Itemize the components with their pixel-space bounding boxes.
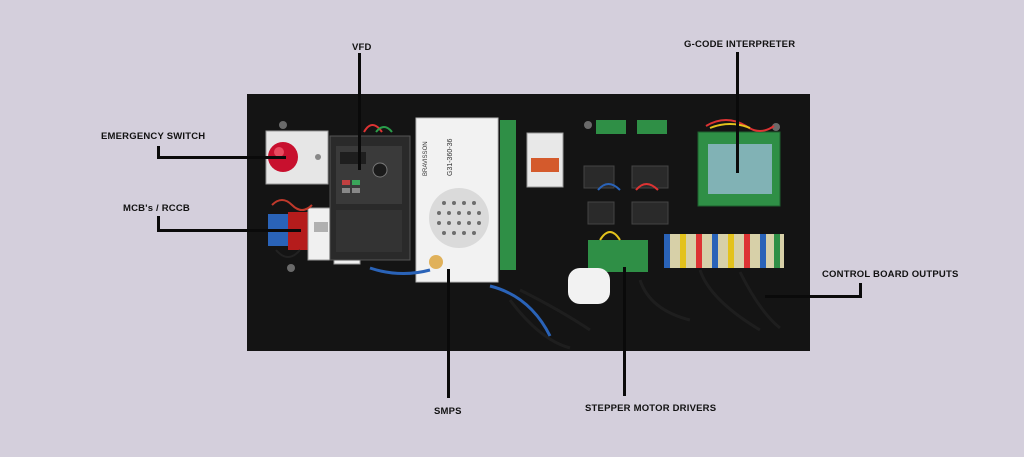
leader-stepper xyxy=(623,267,626,396)
leader-vfd xyxy=(358,53,361,170)
wiring xyxy=(369,266,781,350)
leader-emergency-v xyxy=(157,146,160,159)
gcode-interpreter-icon xyxy=(697,119,781,207)
cable-tie-icon xyxy=(568,268,610,304)
vfd-icon xyxy=(329,124,411,261)
label-mcb-rccb: MCB's / RCCB xyxy=(123,203,190,214)
mounting-screws xyxy=(279,121,780,272)
leader-mcb-v xyxy=(157,216,160,232)
leader-emergency-h xyxy=(157,156,286,159)
label-stepper-motor-drivers: STEPPER MOTOR DRIVERS xyxy=(585,403,717,414)
smps-terminal-strip xyxy=(500,120,516,270)
control-board-terminals xyxy=(664,234,784,268)
stepper-driver-icons xyxy=(583,120,669,272)
leader-control-v xyxy=(859,283,862,298)
smps-model-text: G31-360-36 xyxy=(447,139,454,176)
label-gcode-interpreter: G-CODE INTERPRETER xyxy=(684,39,796,50)
smps-brand-text: BRAVISSON xyxy=(423,141,429,176)
leader-control-h xyxy=(765,295,862,298)
smps-icon: BRAVISSON G31-360-36 xyxy=(415,117,499,283)
leader-smps xyxy=(447,269,450,398)
label-vfd: VFD xyxy=(352,42,372,53)
label-control-board-outputs: CONTROL BOARD OUTPUTS xyxy=(822,269,959,280)
leader-mcb-h xyxy=(157,229,301,232)
relay-block-icon xyxy=(526,132,564,188)
label-emergency-switch: EMERGENCY SWITCH xyxy=(101,131,206,142)
label-smps: SMPS xyxy=(434,406,462,417)
leader-gcode xyxy=(736,52,739,173)
